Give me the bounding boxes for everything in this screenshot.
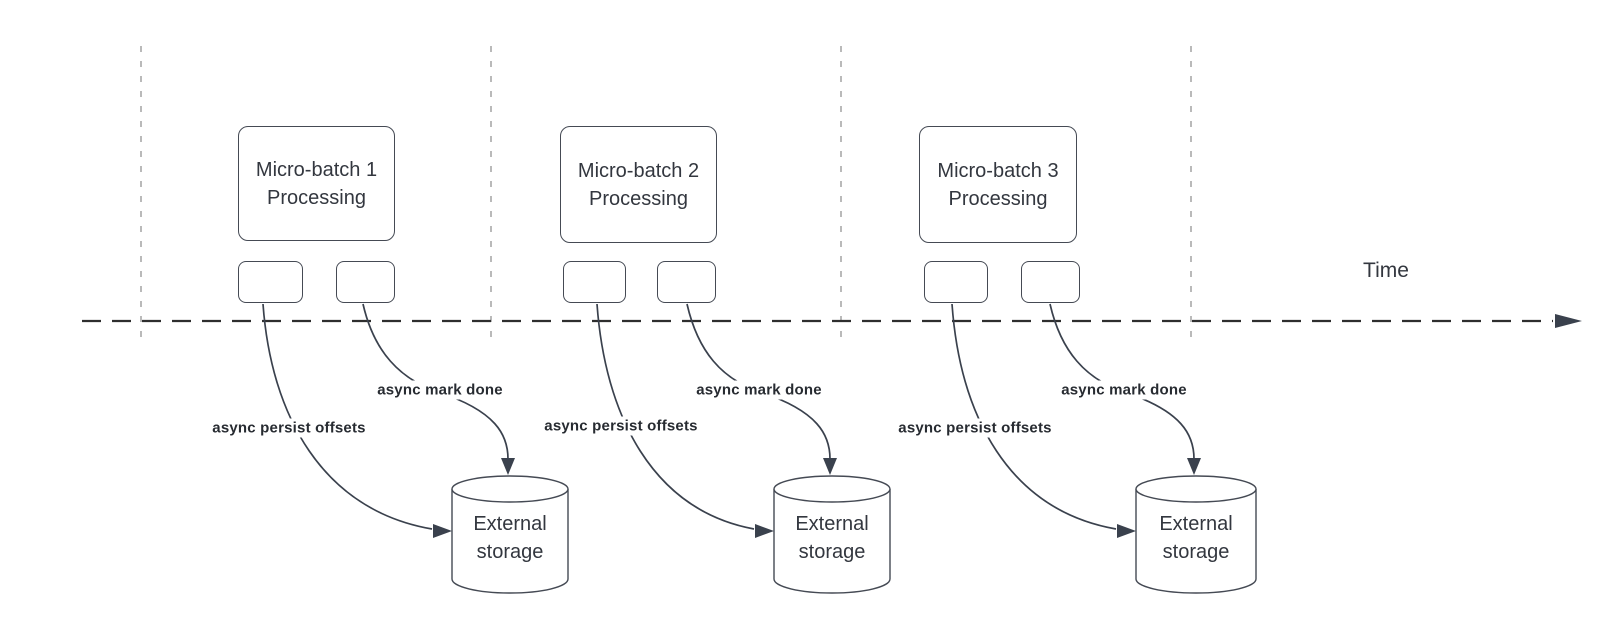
mark-done-arrowhead-1-icon [501, 458, 515, 475]
mark-done-label-2: async mark done [693, 380, 825, 400]
persist-offsets-arrow-1 [262, 303, 433, 530]
persist-offsets-arrowhead-2-icon [755, 524, 774, 538]
mark-done-label-1: async mark done [374, 380, 506, 400]
persist-offsets-arrow-3 [951, 303, 1117, 530]
micro-batch-3-title-line2: Processing [948, 187, 1048, 210]
mark-done-label-3: async mark done [1058, 380, 1190, 400]
external-storage-cylinder-1-top [451, 475, 569, 503]
micro-batch-1-process-box: Micro-batch 1 Processing [238, 126, 395, 241]
external-storage-cylinder-1 [451, 489, 569, 594]
external-storage-cylinder-3-top [1135, 475, 1257, 503]
persist-offsets-arrow-2 [596, 303, 755, 530]
micro-batch-2-process-box: Micro-batch 2 Processing [560, 126, 717, 243]
mark-done-arrowhead-3-icon [1187, 458, 1201, 475]
external-storage-label-3-line1: External [1159, 513, 1233, 535]
external-storage-label-2-line1: External [795, 513, 869, 535]
micro-batch-1-title-line2: Processing [267, 186, 366, 209]
micro-batch-2-task-box-left [563, 261, 626, 303]
time-axis-arrowhead-icon [1555, 314, 1582, 328]
external-storage-cylinder-2-top [773, 475, 891, 503]
external-storage-label-2: External storage [795, 510, 868, 566]
micro-batch-3-task-box-right [1021, 261, 1080, 303]
micro-batch-3-task-box-left [924, 261, 988, 303]
persist-offsets-label-3: async persist offsets [895, 418, 1055, 438]
external-storage-cylinder-3 [1135, 489, 1257, 594]
micro-batch-3-process-box: Micro-batch 3 Processing [919, 126, 1077, 243]
external-storage-label-2-line2: storage [798, 541, 866, 563]
micro-batch-2-title-line2: Processing [589, 187, 688, 210]
time-axis-label: Time [1363, 259, 1409, 282]
external-storage-label-1-line1: External [473, 513, 547, 535]
persist-offsets-arrowhead-3-icon [1117, 524, 1136, 538]
external-storage-label-3: External storage [1159, 510, 1232, 566]
external-storage-label-1-line2: storage [476, 541, 544, 563]
mark-done-arrowhead-2-icon [823, 458, 837, 475]
persist-offsets-arrowhead-1-icon [433, 524, 452, 538]
external-storage-cylinder-2 [773, 489, 891, 594]
micro-batch-1-task-box-right [336, 261, 395, 303]
external-storage-label-3-line2: storage [1162, 541, 1230, 563]
persist-offsets-label-1: async persist offsets [209, 418, 369, 438]
micro-batch-2-task-box-right [657, 261, 716, 303]
micro-batch-2-title-line1: Micro-batch 2 [577, 159, 700, 182]
micro-batch-1-title-line1: Micro-batch 1 [255, 158, 378, 181]
micro-batch-3-title-line1: Micro-batch 3 [937, 159, 1059, 182]
micro-batch-1-task-box-left [238, 261, 303, 303]
persist-offsets-label-2: async persist offsets [541, 416, 701, 436]
external-storage-label-1: External storage [473, 510, 546, 566]
